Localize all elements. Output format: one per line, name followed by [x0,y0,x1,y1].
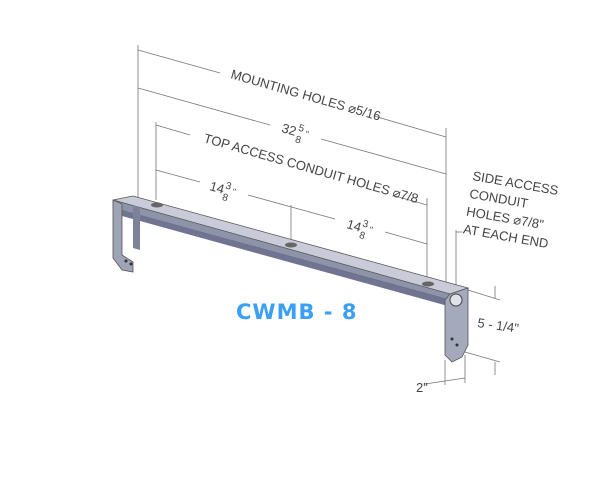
mounting-bar [112,195,470,363]
left-leg [112,199,134,273]
spacing-dim-left: 14 3 8 " [208,178,237,204]
svg-text:5: 5 [297,123,306,135]
overall-length-dim: 32 5 8 " [280,120,310,146]
svg-text:": " [368,225,374,235]
svg-text:14: 14 [208,178,226,196]
side-access-label: SIDE ACCESS CONDUIT HOLES ⌀7/8" AT EACH … [462,168,560,251]
svg-text:3: 3 [224,181,233,193]
top-access-label: TOP ACCESS CONDUIT HOLES ⌀7/8 [202,130,420,206]
svg-text:32: 32 [280,120,298,138]
right-leg [444,287,469,363]
spacing-dim-right: 14 3 8 " [345,216,374,242]
conduit-hole [422,281,434,287]
svg-text:8: 8 [358,230,367,242]
svg-text:": " [231,187,237,197]
height-dim: 5 - 1/4" [477,315,521,336]
model-title: CWMB - 8 [236,300,358,324]
svg-text:8: 8 [221,192,230,204]
conduit-hole [285,242,297,248]
svg-text:14: 14 [345,216,363,234]
dimension-lines [137,49,466,385]
svg-text:8: 8 [294,134,303,146]
side-conduit-hole [449,293,463,307]
mounting-holes-label: MOUNTING HOLES ⌀5/16 [229,66,382,123]
conduit-hole [151,202,163,208]
svg-text:": " [304,129,310,139]
width-dim: 2" [416,380,428,395]
svg-text:3: 3 [361,219,370,231]
